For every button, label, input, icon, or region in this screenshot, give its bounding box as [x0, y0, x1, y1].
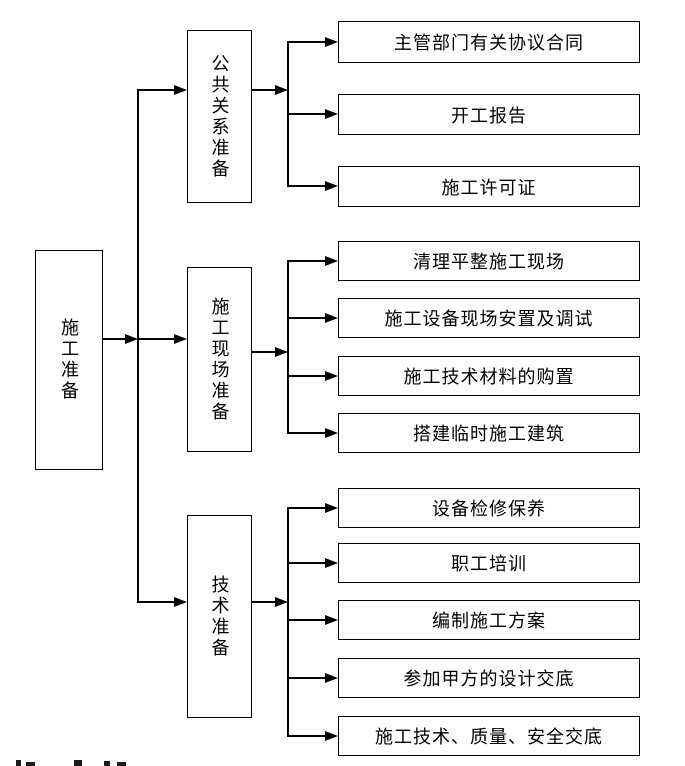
connector-line [289, 375, 325, 377]
node-leaf: 编制施工方案 [338, 600, 640, 640]
arrowhead-right-icon [275, 347, 288, 357]
arrowhead-right-icon [325, 371, 338, 381]
clipped-text-fragment [74, 760, 82, 766]
arrowhead-right-icon [325, 256, 338, 266]
arrowhead-right-icon [174, 334, 187, 344]
junction-line-group3 [287, 507, 289, 737]
node-leaf-label: 参加甲方的设计交底 [403, 669, 575, 689]
arrowhead-right-icon [325, 37, 338, 47]
node-leaf-label: 施工设备现场安置及调试 [384, 309, 594, 329]
arrowhead-right-icon [275, 85, 288, 95]
arrowhead-right-icon [325, 503, 338, 513]
connector-line [252, 351, 275, 353]
node-root-label: 施工准备 [59, 318, 79, 402]
node-leaf: 设备检修保养 [338, 488, 640, 528]
junction-line-group2 [287, 260, 289, 434]
node-leaf-label: 施工技术、质量、安全交底 [375, 727, 603, 747]
node-leaf-label: 编制施工方案 [432, 611, 546, 631]
node-leaf: 职工培训 [338, 543, 640, 583]
connector-line [289, 41, 325, 43]
node-leaf: 施工技术材料的购置 [338, 356, 640, 396]
node-leaf: 施工设备现场安置及调试 [338, 298, 640, 338]
arrowhead-right-icon [325, 615, 338, 625]
connector-line [289, 113, 325, 115]
clipped-text-fragment [26, 762, 35, 766]
node-leaf: 主管部门有关协议合同 [338, 21, 640, 63]
clipped-text-fragment [104, 761, 110, 766]
node-branch-site-preparation-label: 施工现场准备 [209, 296, 230, 423]
node-leaf: 搭建临时施工建筑 [338, 413, 640, 453]
node-leaf-label: 施工许可证 [441, 177, 537, 198]
clipped-text-fragment [16, 760, 21, 766]
node-branch-public-relations: 公共关系准备 [187, 30, 252, 203]
node-leaf-label: 清理平整施工现场 [413, 252, 565, 272]
arrowhead-right-icon [325, 313, 338, 323]
connector-line [289, 735, 325, 737]
connector-line [252, 89, 275, 91]
node-branch-technical-preparation: 技术准备 [187, 515, 252, 718]
connector-line [289, 619, 325, 621]
arrowhead-right-icon [325, 109, 338, 119]
node-leaf: 清理平整施工现场 [338, 241, 640, 281]
connector-line [252, 601, 275, 603]
connector-line [103, 338, 125, 340]
node-leaf-label: 开工报告 [451, 105, 527, 126]
node-branch-technical-preparation-label: 技术准备 [209, 574, 230, 659]
arrowhead-right-icon [325, 731, 338, 741]
connector-line [289, 432, 325, 434]
node-leaf: 施工许可证 [338, 166, 640, 207]
node-leaf-label: 设备检修保养 [432, 499, 546, 519]
node-leaf: 开工报告 [338, 94, 640, 135]
node-leaf-label: 职工培训 [451, 554, 527, 574]
connector-line [289, 317, 325, 319]
connector-line [139, 338, 174, 340]
arrowhead-right-icon [325, 428, 338, 438]
node-leaf: 施工技术、质量、安全交底 [338, 716, 640, 756]
arrowhead-right-icon [125, 334, 138, 344]
arrowhead-right-icon [174, 597, 187, 607]
connector-line [289, 677, 325, 679]
connector-line [139, 601, 174, 603]
arrowhead-right-icon [275, 597, 288, 607]
connector-line [289, 507, 325, 509]
connector-line [289, 260, 325, 262]
node-leaf-label: 施工技术材料的购置 [403, 367, 575, 387]
node-leaf-label: 搭建临时施工建筑 [413, 424, 565, 444]
arrowhead-right-icon [174, 85, 187, 95]
arrowhead-right-icon [325, 673, 338, 683]
node-leaf: 参加甲方的设计交底 [338, 658, 640, 698]
connector-line [289, 185, 325, 187]
junction-line-group1 [287, 41, 289, 187]
node-branch-public-relations-label: 公共关系准备 [209, 53, 230, 180]
node-leaf-label: 主管部门有关协议合同 [394, 33, 584, 53]
arrowhead-right-icon [325, 181, 338, 191]
node-branch-site-preparation: 施工现场准备 [187, 267, 252, 452]
clipped-text-fragment [117, 762, 126, 766]
node-root: 施工准备 [35, 250, 103, 470]
connector-line [139, 89, 174, 91]
junction-line-main [137, 89, 139, 603]
arrowhead-right-icon [325, 558, 338, 568]
connector-line [289, 562, 325, 564]
